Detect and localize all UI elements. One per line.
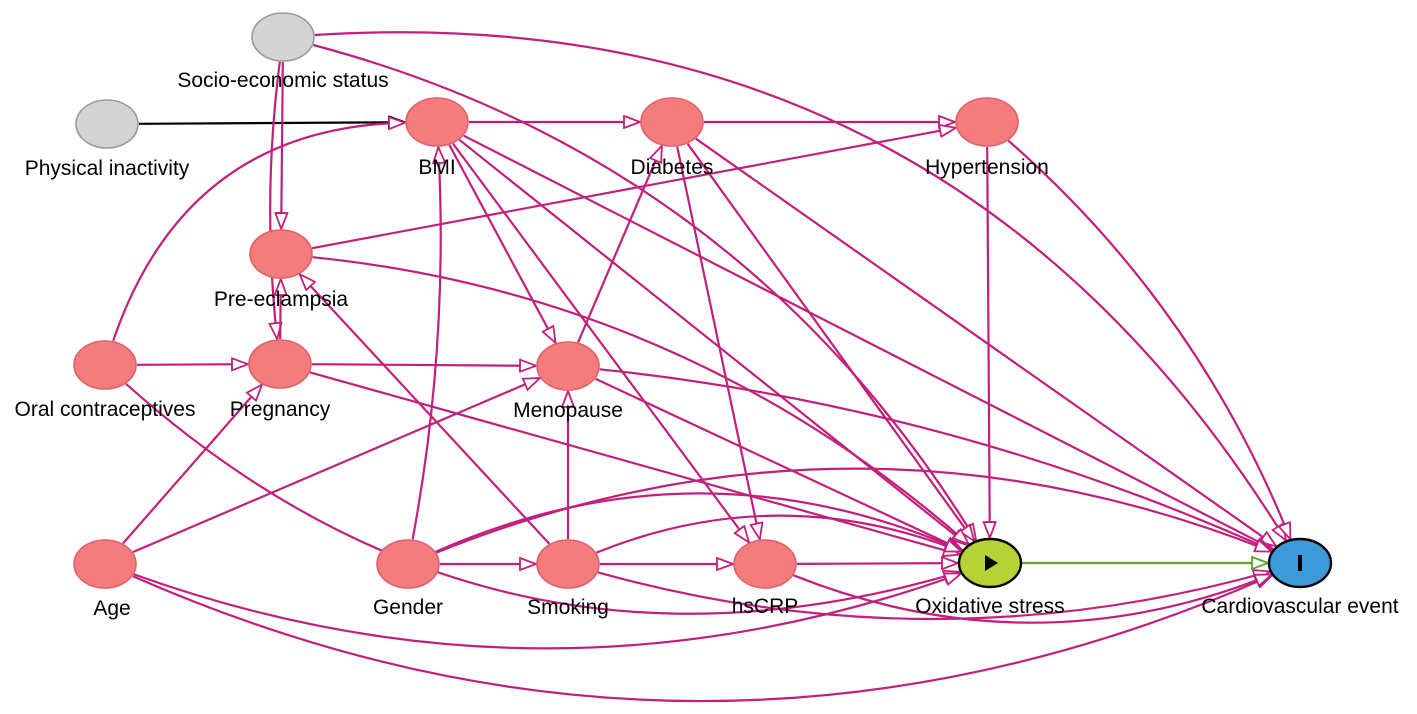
node-label-smok: Smoking bbox=[527, 596, 609, 619]
node-phys-shape[interactable] bbox=[75, 99, 139, 149]
node-age[interactable] bbox=[73, 539, 137, 589]
node-label-bmi: BMI bbox=[418, 156, 455, 179]
edge-oc-ox bbox=[125, 382, 960, 615]
node-gender-shape[interactable] bbox=[376, 539, 440, 589]
node-label-ox: Oxidative stress bbox=[915, 595, 1064, 618]
edge-age-ox bbox=[133, 574, 961, 650]
node-label-phys: Physical inactivity bbox=[25, 157, 190, 180]
node-meno-shape[interactable] bbox=[536, 341, 600, 391]
node-label-ses: Socio-economic status bbox=[177, 69, 388, 92]
edge-phys-bmi bbox=[138, 122, 405, 124]
node-pre-shape[interactable] bbox=[249, 229, 313, 279]
edge-diab-cv bbox=[695, 137, 1276, 547]
node-pre[interactable] bbox=[249, 229, 313, 279]
node-diab-shape[interactable] bbox=[640, 97, 704, 147]
node-phys[interactable] bbox=[75, 99, 139, 149]
node-label-meno: Menopause bbox=[513, 399, 623, 422]
node-label-hyp: Hypertension bbox=[925, 156, 1049, 179]
node-oc[interactable] bbox=[73, 340, 137, 390]
edge-bmi-ox bbox=[458, 138, 967, 545]
node-label-pre: Pre-eclampsia bbox=[214, 288, 349, 311]
node-preg-shape[interactable] bbox=[248, 339, 312, 389]
edge-smok-cv bbox=[597, 572, 1270, 621]
edge-bmi-meno bbox=[448, 144, 555, 343]
edge-pre-hyp bbox=[311, 128, 956, 250]
edge-gender-ox bbox=[435, 492, 962, 553]
node-label-diab: Diabetes bbox=[631, 156, 714, 179]
edge-meno-diab bbox=[577, 146, 663, 343]
edge-age-cv bbox=[132, 575, 1272, 703]
edge-ses-preg bbox=[270, 61, 280, 339]
edges-layer bbox=[112, 31, 1292, 703]
edge-preg-ox bbox=[309, 371, 960, 554]
edge-meno-cv bbox=[599, 368, 1273, 550]
node-preg[interactable] bbox=[248, 339, 312, 389]
node-gender[interactable] bbox=[376, 539, 440, 589]
node-hyp-shape[interactable] bbox=[955, 97, 1019, 147]
node-label-oc: Oral contraceptives bbox=[15, 398, 196, 421]
node-ses[interactable] bbox=[251, 12, 315, 62]
edge-oc-bmi bbox=[112, 123, 405, 342]
edge-gender-bmi bbox=[411, 147, 441, 540]
edge-bmi-crp bbox=[452, 142, 749, 543]
node-crp-shape[interactable] bbox=[733, 539, 797, 589]
node-label-gender: Gender bbox=[373, 596, 443, 619]
node-diab[interactable] bbox=[640, 97, 704, 147]
edge-crp-ox bbox=[796, 563, 958, 564]
edge-crp-cv bbox=[793, 573, 1272, 624]
node-smok[interactable] bbox=[536, 539, 600, 589]
node-meno[interactable] bbox=[536, 341, 600, 391]
edge-ses-cv bbox=[314, 31, 1286, 540]
edge-hyp-ox bbox=[987, 146, 990, 538]
edge-diab-ox bbox=[686, 143, 975, 541]
edge-age-preg bbox=[122, 385, 262, 545]
edge-meno-ox bbox=[595, 377, 963, 550]
node-oc-shape[interactable] bbox=[73, 340, 137, 390]
exposure-play-icon bbox=[985, 555, 998, 571]
node-cv[interactable] bbox=[1267, 537, 1333, 589]
edge-gender-cv bbox=[436, 467, 1272, 554]
nodes-layer bbox=[73, 12, 1333, 589]
node-ox[interactable] bbox=[957, 537, 1023, 589]
node-smok-shape[interactable] bbox=[536, 539, 600, 589]
edge-bmi-cv bbox=[463, 134, 1273, 550]
node-ses-shape[interactable] bbox=[251, 12, 315, 62]
node-crp[interactable] bbox=[733, 539, 797, 589]
edge-oc-preg bbox=[136, 364, 248, 365]
node-hyp[interactable] bbox=[955, 97, 1019, 147]
node-label-preg: Pregnancy bbox=[230, 398, 331, 421]
node-bmi[interactable] bbox=[405, 97, 469, 147]
node-bmi-shape[interactable] bbox=[405, 97, 469, 147]
node-label-cv: Cardiovascular event bbox=[1201, 595, 1398, 618]
edge-preg-pre bbox=[280, 279, 281, 340]
edge-hyp-cv bbox=[1007, 139, 1292, 540]
outcome-bar-icon bbox=[1298, 555, 1302, 571]
edge-age-meno bbox=[132, 376, 540, 554]
node-label-age: Age bbox=[93, 597, 130, 620]
edge-preg-meno bbox=[311, 364, 536, 366]
edge-smok-ox bbox=[595, 514, 961, 554]
edge-diab-crp bbox=[676, 146, 760, 540]
edge-smok-pre bbox=[300, 274, 551, 545]
node-label-crp: hsCRP bbox=[732, 595, 799, 618]
node-age-shape[interactable] bbox=[73, 539, 137, 589]
edge-pre-ox bbox=[312, 256, 969, 544]
